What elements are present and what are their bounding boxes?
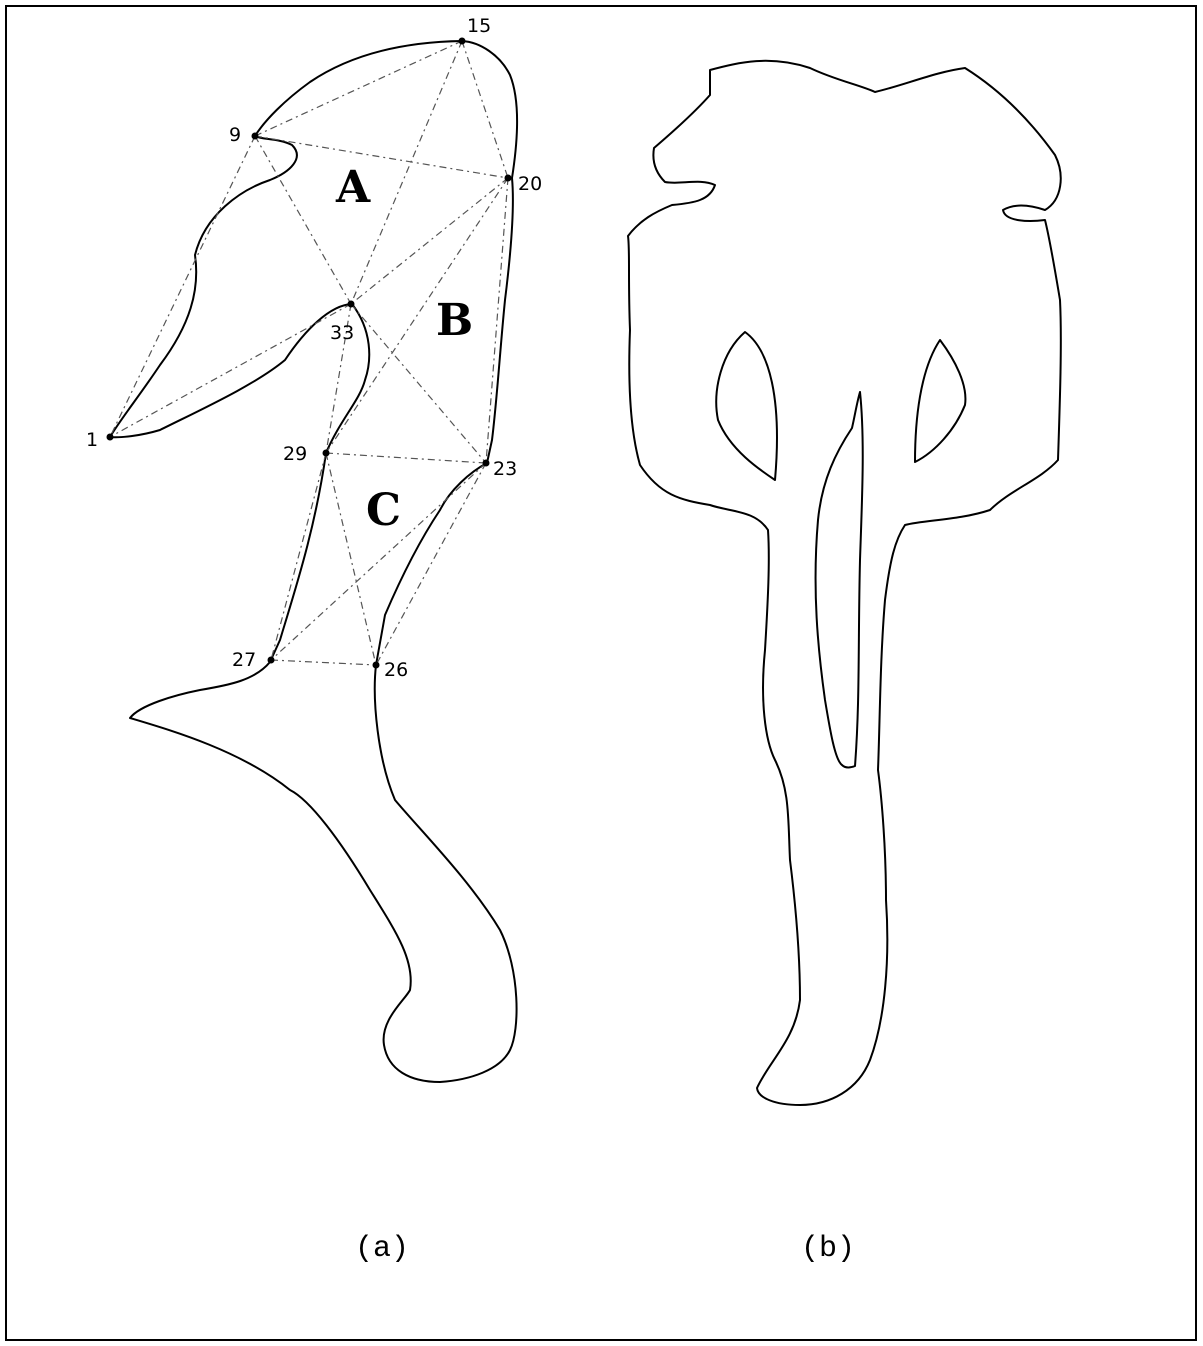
- landmark-label-29: 29: [283, 443, 307, 465]
- landmark-label-33: 33: [330, 322, 354, 344]
- panel-caption-a: (a): [355, 1232, 409, 1266]
- panel-a: 15 9 20 33 1 29 23 27 26 A B C (a): [86, 15, 542, 1266]
- palatal-channel: [816, 392, 863, 767]
- region-label-c: C: [366, 485, 401, 536]
- skull-outline-lateral: [110, 41, 517, 1082]
- panel-caption-b: (b): [801, 1232, 855, 1266]
- orbit-left: [716, 332, 777, 480]
- landmark-point: [107, 434, 114, 441]
- landmark-points: [107, 38, 512, 669]
- landmark-label-23: 23: [493, 458, 517, 480]
- landmark-label-9: 9: [229, 124, 241, 146]
- landmark-point: [323, 450, 330, 457]
- landmark-label-15: 15: [467, 15, 491, 37]
- region-label-b: B: [436, 295, 473, 346]
- landmark-label-27: 27: [232, 649, 256, 671]
- landmark-label-26: 26: [384, 659, 408, 681]
- landmark-point: [252, 133, 259, 140]
- skull-outline-dorsal: [628, 61, 1061, 1105]
- landmark-point: [459, 38, 466, 45]
- landmark-label-1: 1: [86, 429, 98, 451]
- landmark-point: [483, 460, 490, 467]
- landmark-point: [505, 175, 512, 182]
- orbit-right: [915, 340, 965, 462]
- triangulation-lines: [110, 41, 508, 665]
- panel-b: (b): [628, 61, 1061, 1266]
- region-label-a: A: [335, 162, 371, 213]
- landmark-point: [373, 662, 380, 669]
- landmark-point: [268, 657, 275, 664]
- landmark-point: [348, 301, 355, 308]
- landmark-label-20: 20: [518, 173, 542, 195]
